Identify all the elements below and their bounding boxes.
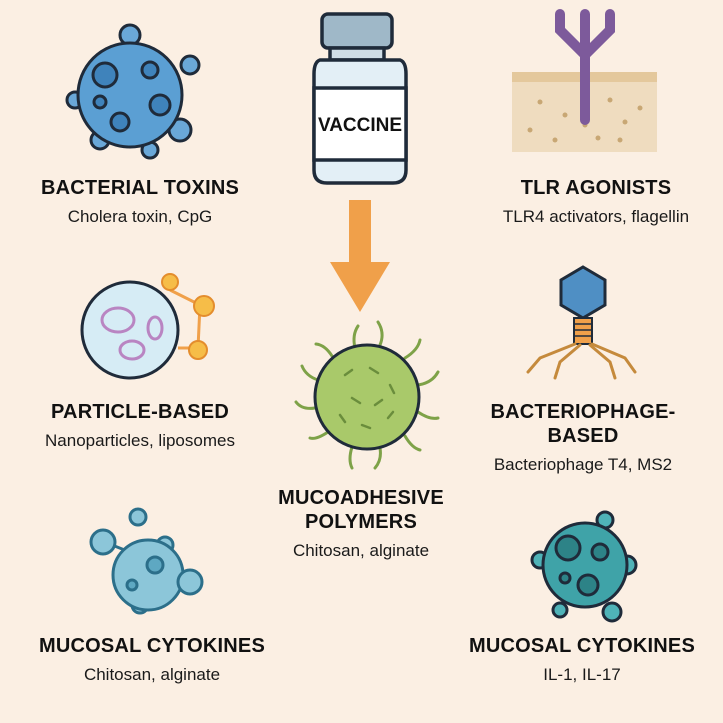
mucosal-cytokines-left-block: MUCOSAL CYTOKINES Chitosan, alginate — [22, 634, 282, 686]
bacterial-toxins-block: BACTERIAL TOXINS Cholera toxin, CpG — [10, 176, 270, 228]
mucoadhesive-polymer-icon — [294, 320, 440, 470]
tlr-agonists-title: TLR AGONISTS — [520, 177, 672, 199]
tlr-agonists-subtitle: TLR4 activators, flagellin — [502, 207, 690, 226]
down-arrow-icon — [330, 200, 390, 312]
bacteriophage-based-block: BACTERIOPHAGE- BASED Bacteriophage T4, M… — [453, 400, 713, 476]
vaccine-vial-icon — [312, 12, 408, 185]
mucoadhesive-title-line1: MUCOADHESIVE — [278, 487, 444, 509]
mucoadhesive-polymers-block: MUCOADHESIVE POLYMERS Chitosan, alginate — [231, 486, 491, 562]
mucosal-cytokines-right-title: MUCOSAL CYTOKINES — [468, 635, 696, 657]
bacteriophage-based-title-line1: BACTERIOPHAGE- — [490, 401, 676, 423]
bacteriophage-icon — [526, 265, 637, 380]
mucosal-cytokines-left-subtitle: Chitosan, alginate — [83, 665, 221, 684]
mucoadhesive-subtitle: Chitosan, alginate — [292, 541, 430, 560]
particle-based-title: PARTICLE-BASED — [51, 401, 229, 423]
mucosal-cytokines-right-subtitle: IL-1, IL-17 — [543, 665, 621, 684]
particle-based-block: PARTICLE-BASED Nanoparticles, liposomes — [10, 400, 270, 452]
tlr-agonist-icon — [512, 9, 657, 152]
bacteriophage-based-subtitle: Bacteriophage T4, MS2 — [493, 455, 673, 474]
particle-based-subtitle: Nanoparticles, liposomes — [45, 431, 235, 450]
bacterial-toxins-subtitle: Cholera toxin, CpG — [67, 207, 213, 226]
bacteriophage-based-title-line2: BASED — [547, 425, 619, 447]
mucosal-cytokine-right-icon — [530, 510, 638, 623]
mucosal-cytokines-right-block: MUCOSAL CYTOKINES IL-1, IL-17 — [452, 634, 712, 686]
mucoadhesive-title-line2: POLYMERS — [304, 511, 417, 533]
tlr-agonists-block: TLR AGONISTS TLR4 activators, flagellin — [466, 176, 723, 228]
bacterial-toxins-title: BACTERIAL TOXINS — [40, 177, 240, 199]
vaccine-label: VACCINE — [318, 115, 402, 136]
mucosal-cytokines-left-title: MUCOSAL CYTOKINES — [38, 635, 266, 657]
bacterial-toxin-icon — [65, 23, 201, 160]
mucosal-cytokine-left-icon — [89, 507, 204, 615]
particle-based-icon — [80, 273, 215, 380]
